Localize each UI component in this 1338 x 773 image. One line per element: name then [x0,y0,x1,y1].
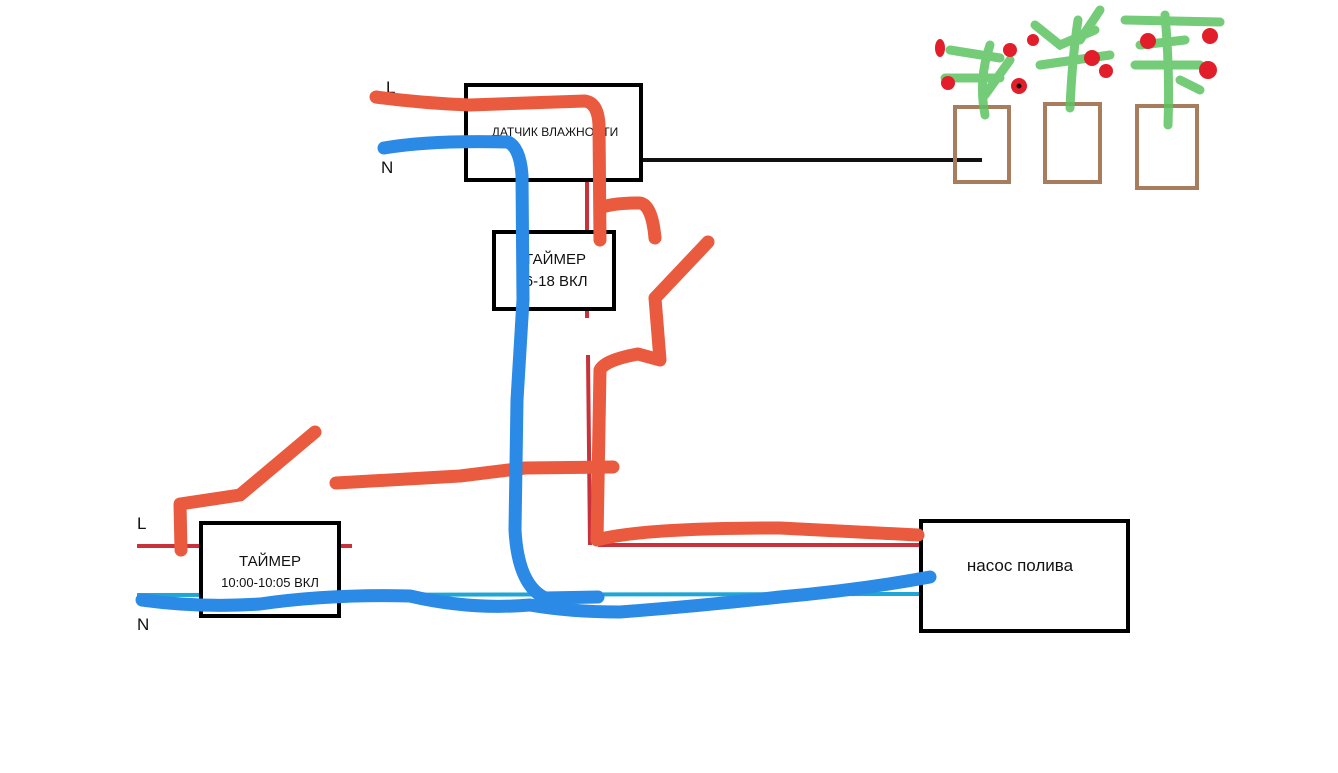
timer-top-time: 16-18 ВКЛ [516,273,587,290]
timer-bottom-title: ТАЙМЕР [239,552,301,570]
bottom-L-label: L [137,514,146,533]
berry-center [1016,83,1022,89]
pump-box [919,519,1130,633]
plants [940,5,1225,130]
timer-top-title: ТАЙМЕР [524,250,586,268]
plant-3-leaf [1120,15,1225,95]
pump-label: насос полива [967,556,1074,575]
thin-phase-line-vertical [586,354,592,546]
top-L-label: L [386,78,395,97]
plant-pot-2 [1043,102,1102,184]
neutral-wire-top [377,135,605,605]
neutral-wire-bottom [135,570,937,619]
berry [1084,50,1100,66]
berry [935,39,945,57]
berry [1140,33,1156,49]
plant-1-leaf [940,45,1015,100]
plant-3-stem [1160,10,1174,130]
top-N-label: N [381,158,393,177]
timer-top-box [492,230,616,311]
berry [1027,34,1039,46]
berry [1003,43,1017,57]
phase-wire-bottom-switch [173,425,322,557]
phase-wire-sensor-out [593,196,662,245]
humidity-sensor-label: ДАТЧИК ВЛАЖНОСТИ [492,125,619,139]
timer-bottom-time: 10:00-10:05 ВКЛ [221,575,319,590]
phase-wire-bottom-timer-out [329,460,620,490]
phase-wire-switch-to-pump [590,235,925,547]
phase-wire-top [369,90,607,247]
bottom-N-label: N [137,615,149,634]
berry [1202,28,1218,44]
berry [1199,61,1217,79]
berry [941,76,955,90]
berry [1099,64,1113,78]
